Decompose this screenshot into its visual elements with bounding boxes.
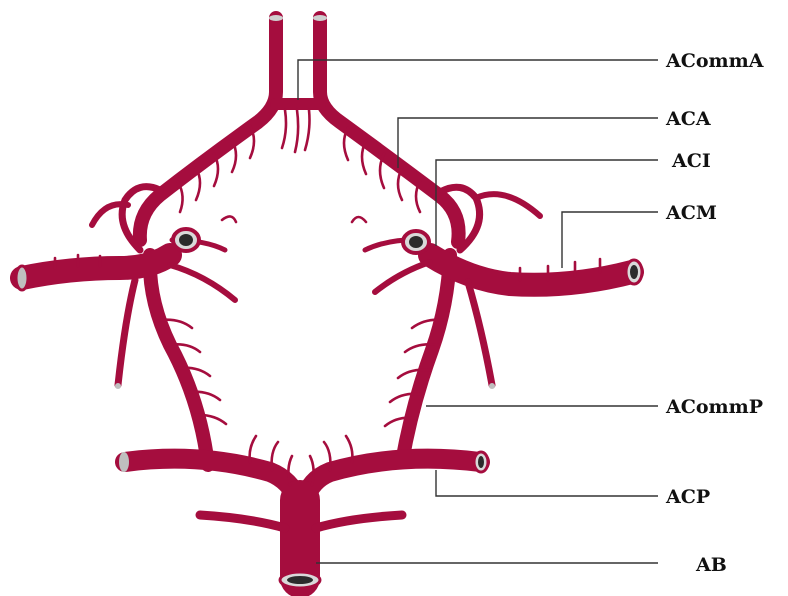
acommp-right bbox=[402, 255, 450, 462]
label-acm: ACM bbox=[665, 202, 717, 224]
label-acomma: ACommA bbox=[665, 50, 764, 72]
label-acommp: ACommP bbox=[665, 396, 763, 418]
branch-left-down bbox=[118, 280, 135, 385]
label-aci: ACI bbox=[671, 150, 711, 172]
branch-left-mid bbox=[170, 265, 235, 300]
label-acp: ACP bbox=[665, 486, 710, 508]
leader-acm bbox=[562, 212, 658, 268]
aca-right-trunk bbox=[320, 18, 459, 242]
perforating-branches bbox=[55, 110, 600, 485]
sca-left bbox=[200, 515, 285, 528]
acm-left bbox=[22, 255, 170, 278]
labels: ACommA ACA ACI ACM ACommP ACP AB bbox=[665, 50, 764, 576]
label-aca: ACA bbox=[665, 108, 711, 130]
branch-right-down bbox=[468, 282, 492, 385]
sca-right bbox=[316, 515, 402, 528]
aca-left-trunk bbox=[140, 18, 276, 240]
leader-aci bbox=[436, 160, 658, 246]
branch-right-mid bbox=[375, 262, 430, 292]
loop-right-2 bbox=[476, 194, 540, 216]
leader-acomma bbox=[298, 60, 658, 100]
acm-right bbox=[430, 255, 632, 285]
leader-acp bbox=[436, 470, 658, 496]
arterial-ring bbox=[22, 18, 632, 578]
acommp-left bbox=[150, 255, 208, 465]
label-ab: AB bbox=[695, 554, 727, 576]
